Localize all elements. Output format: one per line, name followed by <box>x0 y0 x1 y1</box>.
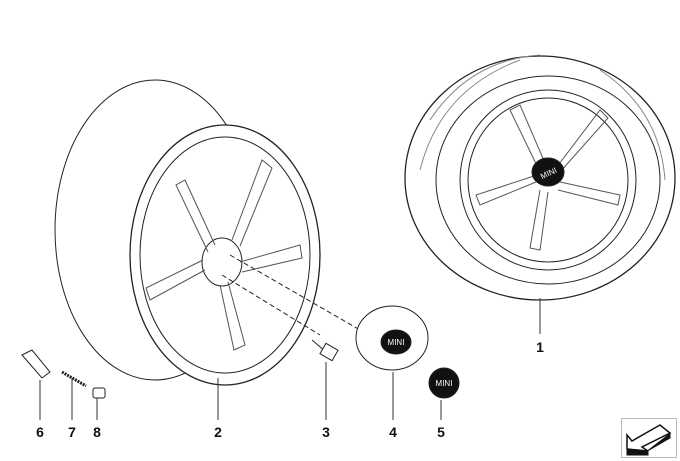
svg-text:MINI: MINI <box>388 338 405 347</box>
tire-assembly-drawing: MINI <box>404 54 676 301</box>
callout-8: 8 <box>93 424 101 440</box>
arrow-down-left-icon <box>626 424 672 456</box>
callout-4: 4 <box>389 424 397 440</box>
valve-drawing <box>21 349 106 399</box>
callout-2: 2 <box>214 424 222 440</box>
callout-5: 5 <box>437 424 445 440</box>
callout-6: 6 <box>36 424 44 440</box>
hubcap-drawing: MINI <box>355 305 429 371</box>
rim-drawing <box>54 79 321 386</box>
callout-1: 1 <box>536 339 544 355</box>
callout-7: 7 <box>68 424 76 440</box>
emblem-drawing: MINI <box>428 367 460 399</box>
navigation-button[interactable] <box>621 418 677 458</box>
bolt-drawing <box>311 339 339 362</box>
callout-3: 3 <box>322 424 330 440</box>
svg-text:MINI: MINI <box>436 379 453 388</box>
